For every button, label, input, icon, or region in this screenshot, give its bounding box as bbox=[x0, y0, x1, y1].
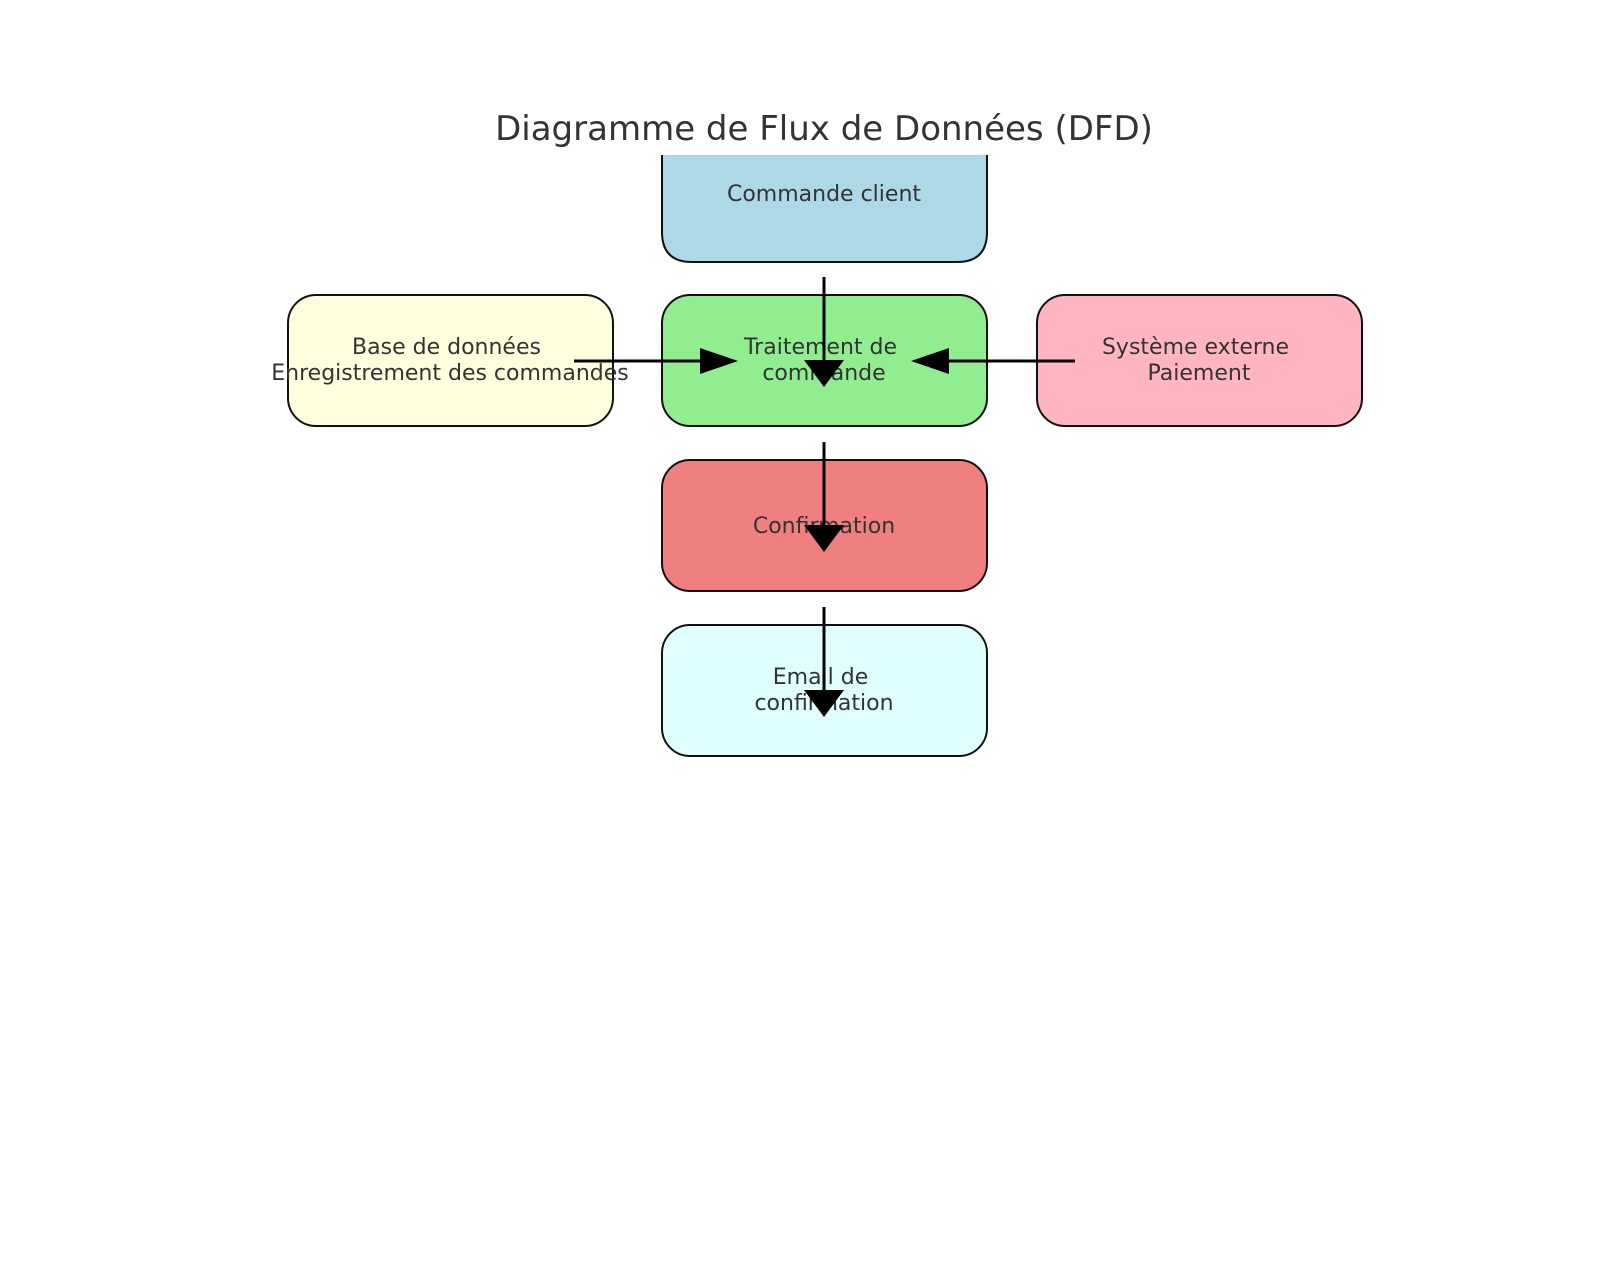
node-base-donnees-label-line1: Base de données bbox=[352, 335, 541, 360]
node-systeme-externe: Système externe Paiement bbox=[1036, 294, 1363, 427]
arrow-systeme-to-traitement-head bbox=[911, 348, 949, 374]
arrow-base-to-traitement-head bbox=[700, 348, 738, 374]
node-commande-client: Commande client bbox=[661, 155, 988, 263]
arrow-commande-to-traitement bbox=[804, 277, 844, 387]
title-backdrop bbox=[470, 100, 1170, 154]
diagram-title: Diagramme de Flux de Données (DFD) bbox=[495, 109, 1153, 149]
node-commande-client-label: Commande client bbox=[727, 182, 921, 207]
node-systeme-externe-label-line1: Système externe bbox=[1102, 335, 1289, 360]
node-base-donnees-label-line2: Enregistrement des commandes bbox=[271, 361, 629, 386]
arrow-commande-to-traitement-head bbox=[804, 360, 844, 387]
arrow-base-to-traitement bbox=[574, 348, 738, 374]
node-systeme-externe-label-line2: Paiement bbox=[1148, 361, 1251, 386]
svg-text:Système externe Paiement: Système externe Paiement bbox=[1102, 335, 1296, 386]
node-commande-client-box bbox=[661, 155, 988, 263]
arrow-confirmation-to-email bbox=[804, 607, 844, 717]
node-email-label-line1: Email de bbox=[773, 665, 869, 690]
svg-text:Traitement de commande: Traitement de commande bbox=[743, 335, 904, 386]
arrow-confirmation-to-email-head bbox=[804, 690, 844, 717]
arrow-traitement-to-confirmation-head bbox=[804, 525, 844, 552]
svg-text:Base de données Enregist: Base de données Enregistrement des comma… bbox=[271, 335, 629, 386]
node-traitement-label-line1: Traitement de bbox=[743, 335, 897, 360]
arrow-traitement-to-confirmation bbox=[804, 442, 844, 552]
svg-text:Commande client: Commande client bbox=[727, 182, 921, 207]
arrow-systeme-to-traitement bbox=[911, 348, 1075, 374]
